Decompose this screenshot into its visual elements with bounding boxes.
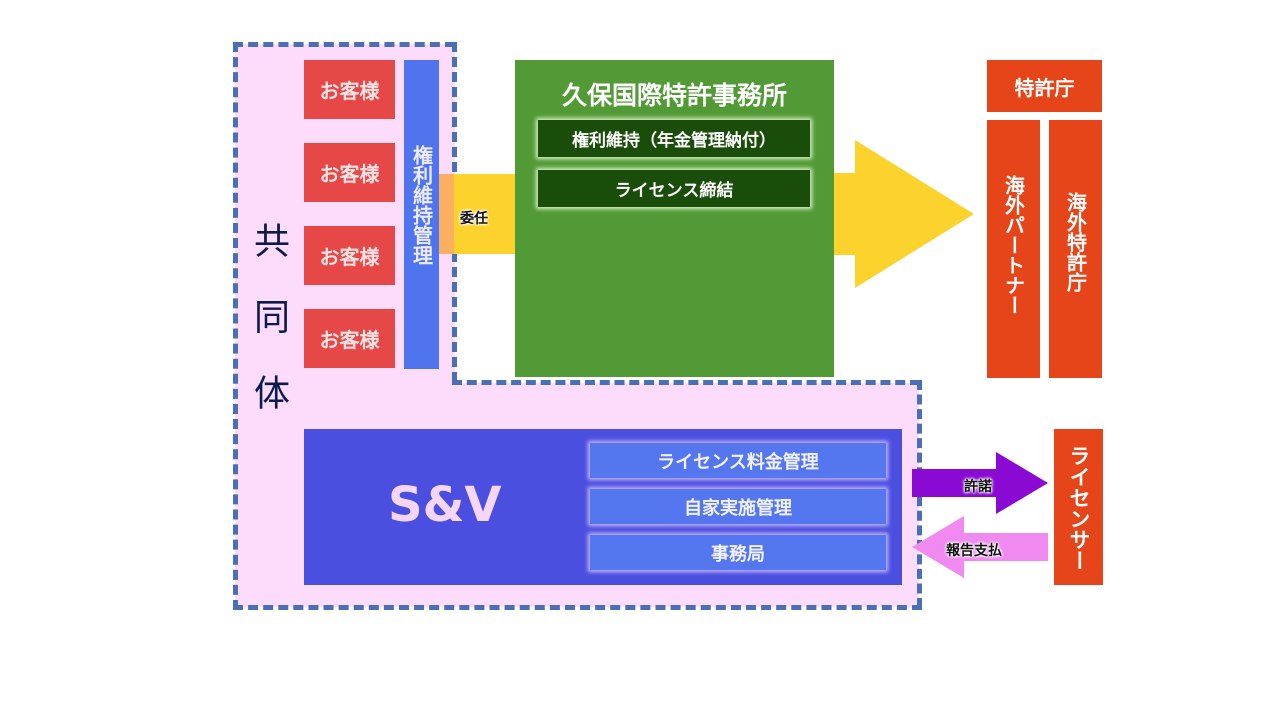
big-arrow [834, 140, 974, 288]
office-item-annuity: 権利維持（年金管理納付） [538, 120, 810, 157]
delegation-label: 委任 [460, 211, 488, 227]
sv-title: S&V [388, 477, 502, 533]
report-payment-arrow [912, 516, 1048, 578]
license-grant-label: 許諾 [964, 479, 992, 495]
consortium-border-top [233, 42, 455, 47]
consortium-border-bottom [233, 605, 922, 610]
sv-item-self-implementation: 自家実施管理 [590, 489, 886, 524]
big-arrow-shape [834, 140, 974, 288]
sv-item-license-fee: ライセンス料金管理 [590, 443, 886, 478]
consortium-border-left [233, 42, 238, 610]
consortium-label: 共同体 [248, 222, 289, 450]
customer-box: お客様 [304, 226, 395, 285]
overseas-office-box: 海外特許庁 [1049, 120, 1102, 378]
customer-box: お客様 [304, 309, 395, 368]
license-grant-arrow [912, 452, 1048, 514]
report-payment-arrow-shape [912, 516, 1048, 578]
sv-item-secretariat: 事務局 [590, 535, 886, 570]
sv-box: S&V ライセンス料金管理 自家実施管理 事務局 [304, 429, 902, 585]
consortium-border-middle [452, 380, 920, 385]
customer-box: お客様 [304, 60, 395, 119]
office-item-license: ライセンス締結 [538, 170, 810, 207]
patent-firm-box: 久保国際特許事務所 権利維持（年金管理納付） ライセンス締結 [515, 60, 834, 377]
licensor-box: ライセンサー [1054, 429, 1103, 585]
overseas-partner-box: 海外パートナー [987, 120, 1040, 378]
delegation-arrow-left-tint [439, 174, 454, 254]
customer-box: お客様 [304, 143, 395, 202]
jpo-box: 特許庁 [987, 60, 1102, 112]
license-grant-arrow-shape [912, 452, 1048, 514]
patent-firm-title: 久保国際特許事務所 [561, 81, 787, 110]
report-payment-label: 報告支払 [946, 543, 1002, 559]
rights-management-bar: 権利維持管理 [404, 60, 439, 369]
